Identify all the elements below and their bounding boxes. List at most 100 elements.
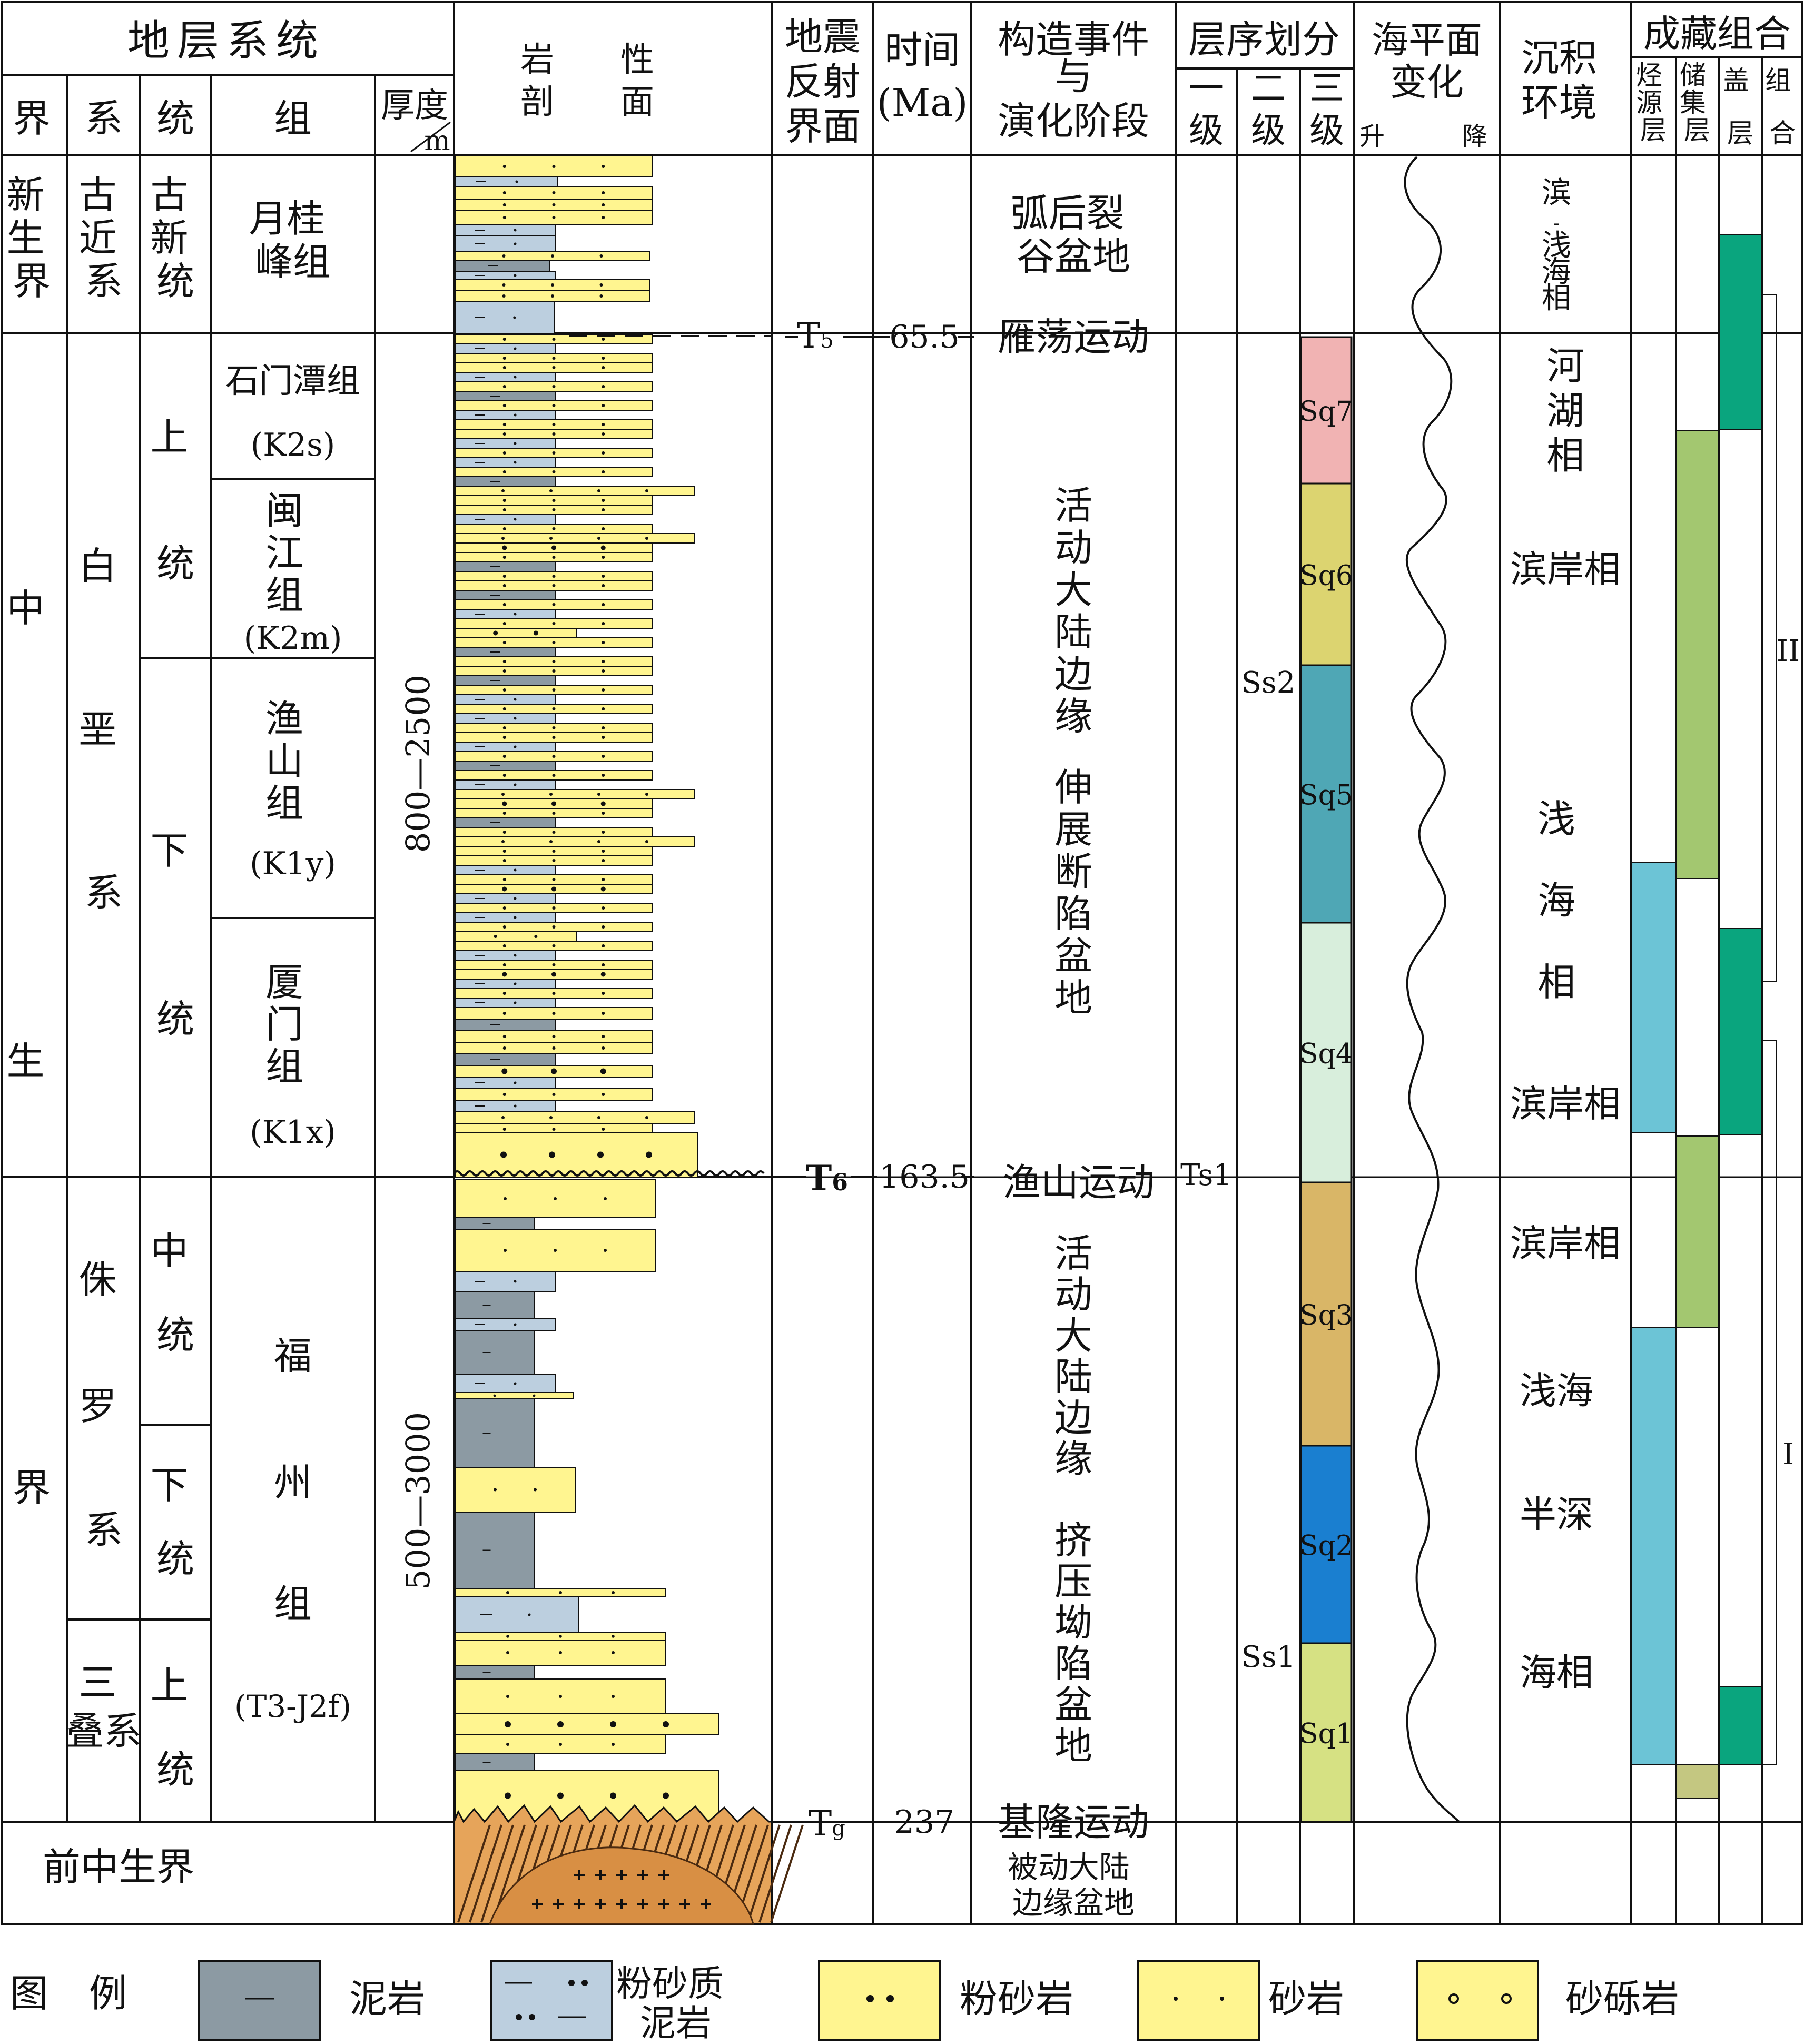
lithology-bed [455, 590, 556, 600]
env-binqian-2: 浅 [1542, 229, 1571, 263]
lithology-bed [455, 779, 556, 790]
formation-yushan-2: 山 [265, 739, 303, 783]
sand-dot [502, 294, 506, 298]
siltmud-dot [514, 868, 517, 872]
siltmud-dot [514, 461, 517, 464]
legend-sandstone-dot-2 [1220, 1997, 1224, 2001]
jurassic-char-1: 侏 [79, 1258, 117, 1302]
sand-dot [602, 366, 605, 369]
sand-dot [552, 736, 556, 739]
group-ii-label: II [1777, 634, 1800, 668]
sand-dot [602, 1093, 605, 1096]
formation-yushan-1: 渔 [265, 697, 303, 741]
lithology-bed [455, 457, 556, 468]
header-source-layer: 烃 源 层 [1636, 60, 1671, 145]
lithology-bed [455, 950, 556, 961]
cret-basin-text-char: 地 [1054, 976, 1092, 1020]
sand-dot [602, 726, 605, 729]
sequence-sq6-label: Sq6 [1299, 560, 1353, 592]
lithology-bed [455, 1734, 666, 1754]
siltmud-dot [514, 745, 517, 748]
paleocene-char-1: 古 [151, 173, 189, 217]
lithology-bed [455, 1077, 556, 1089]
lithology-bed [455, 1053, 556, 1066]
stratigraphy-text: 新 生 界 古 近 系 古 新 统 月桂 峰组 中 生 界 白 垩 系 上 [7, 173, 437, 1889]
sand-dot [602, 963, 605, 966]
siltmud-dot [513, 316, 516, 319]
header-thickness: 厚度 [381, 86, 448, 125]
sand-dot [645, 489, 648, 492]
lithology-bed [455, 301, 555, 334]
cret-lower-char-1: 下 [151, 828, 189, 873]
tectonic-passive: 被动大陆 边缘盆地 [1008, 1849, 1139, 1921]
header-seismic-1: 地震 [785, 15, 861, 59]
env-fluvial-lacustrine: 河湖相 [1546, 344, 1584, 478]
sequence-sq4-block [1300, 922, 1353, 1183]
tectonic-cret-stage: 活动大陆边缘 [1054, 483, 1092, 738]
formation-fuzhou-1: 福 [274, 1334, 312, 1378]
system-triassic: 三 叠系 [66, 1661, 142, 1753]
siltmud-dot [528, 1613, 531, 1616]
sand-dot [502, 669, 506, 673]
env-binan-1: 滨岸相 [1510, 548, 1621, 591]
conglomerate-dot [551, 801, 556, 806]
sand-dot [549, 1116, 553, 1119]
sand-dot [604, 1197, 607, 1200]
conglomerate-dot [502, 972, 507, 977]
sequence-sq1-block [1300, 1642, 1353, 1823]
legend: 图 例 泥岩 粉砂质 泥岩 粉砂岩 砂岩 砂砾岩 [10, 1960, 1679, 2044]
era-mesozoic: 中 生 界 [7, 586, 57, 1510]
sand-dot [552, 203, 556, 206]
formation-xiamen-code: (K1x) [250, 1114, 336, 1151]
legend-siltmud-line-2: 泥岩 [640, 2003, 712, 2044]
hatch-line [770, 1824, 804, 1923]
lithology-bed [455, 271, 556, 280]
sand-dot [602, 812, 605, 815]
siltmud-dot [514, 347, 517, 350]
header-thickness-unit: m [424, 125, 450, 157]
series-jur-middle: 中 统 [151, 1229, 201, 1357]
mesozoic-char-3: 界 [13, 1466, 51, 1510]
conglomerate-dot [505, 1721, 511, 1727]
sequence-sq2-label: Sq2 [1299, 1530, 1353, 1562]
sand-dot [612, 1635, 615, 1638]
siltmud-dot [514, 698, 517, 701]
env-binqian-4: 相 [1542, 281, 1571, 315]
cret-basin-text-char: 断 [1054, 850, 1092, 894]
cret-stage-text-char: 陆 [1054, 610, 1092, 654]
sand-dot [602, 575, 605, 578]
sequence-second-ss1: Ss1 [1241, 1640, 1296, 1674]
cret-lower-char-2: 统 [156, 997, 194, 1041]
header-seq-level-2a: 二 [1251, 68, 1286, 108]
jur-basin-text-char: 陷 [1054, 1642, 1092, 1686]
tectonic-backarc: 弧后裂 谷盆地 [1011, 191, 1137, 279]
sand-dot [602, 878, 605, 881]
cret-stage-text-char: 边 [1054, 652, 1092, 696]
legend-title-2: 例 [89, 1971, 127, 2016]
conglomerate-dot [610, 1792, 616, 1799]
sand-dot [552, 1046, 556, 1050]
header-tectonic-3: 演化阶段 [998, 99, 1149, 143]
sand-dot [602, 423, 605, 426]
sand-dot [552, 404, 556, 407]
formation-yuegui: 月桂 峰组 [249, 196, 337, 284]
header-depositional-1: 沉积 [1521, 36, 1597, 80]
sand-dot [552, 366, 556, 369]
sand-dot [502, 575, 506, 578]
jur-basin-text-char: 坳 [1054, 1601, 1092, 1645]
header-time-2: (Ma) [877, 81, 968, 125]
lithology-bed [455, 1100, 556, 1112]
sand-dot [552, 688, 556, 692]
cretaceous-char-2: 垩 [79, 707, 117, 752]
seal-bar-3 [1719, 1686, 1762, 1765]
hatch-line [747, 1824, 781, 1923]
hatch-line [758, 1824, 792, 1923]
sand-dot [552, 859, 556, 862]
sand-dot [602, 755, 605, 758]
seismic-horizons: T5 T6 Tg 65.5 163.5 237 [772, 315, 974, 1844]
tectonic-yandang: 雁荡运动 [998, 315, 1149, 359]
header-seq-level-3b: 级 [1309, 110, 1344, 151]
header-sealevel-fall: 降 [1462, 122, 1487, 151]
cret-stage-text-char: 活 [1054, 483, 1092, 528]
